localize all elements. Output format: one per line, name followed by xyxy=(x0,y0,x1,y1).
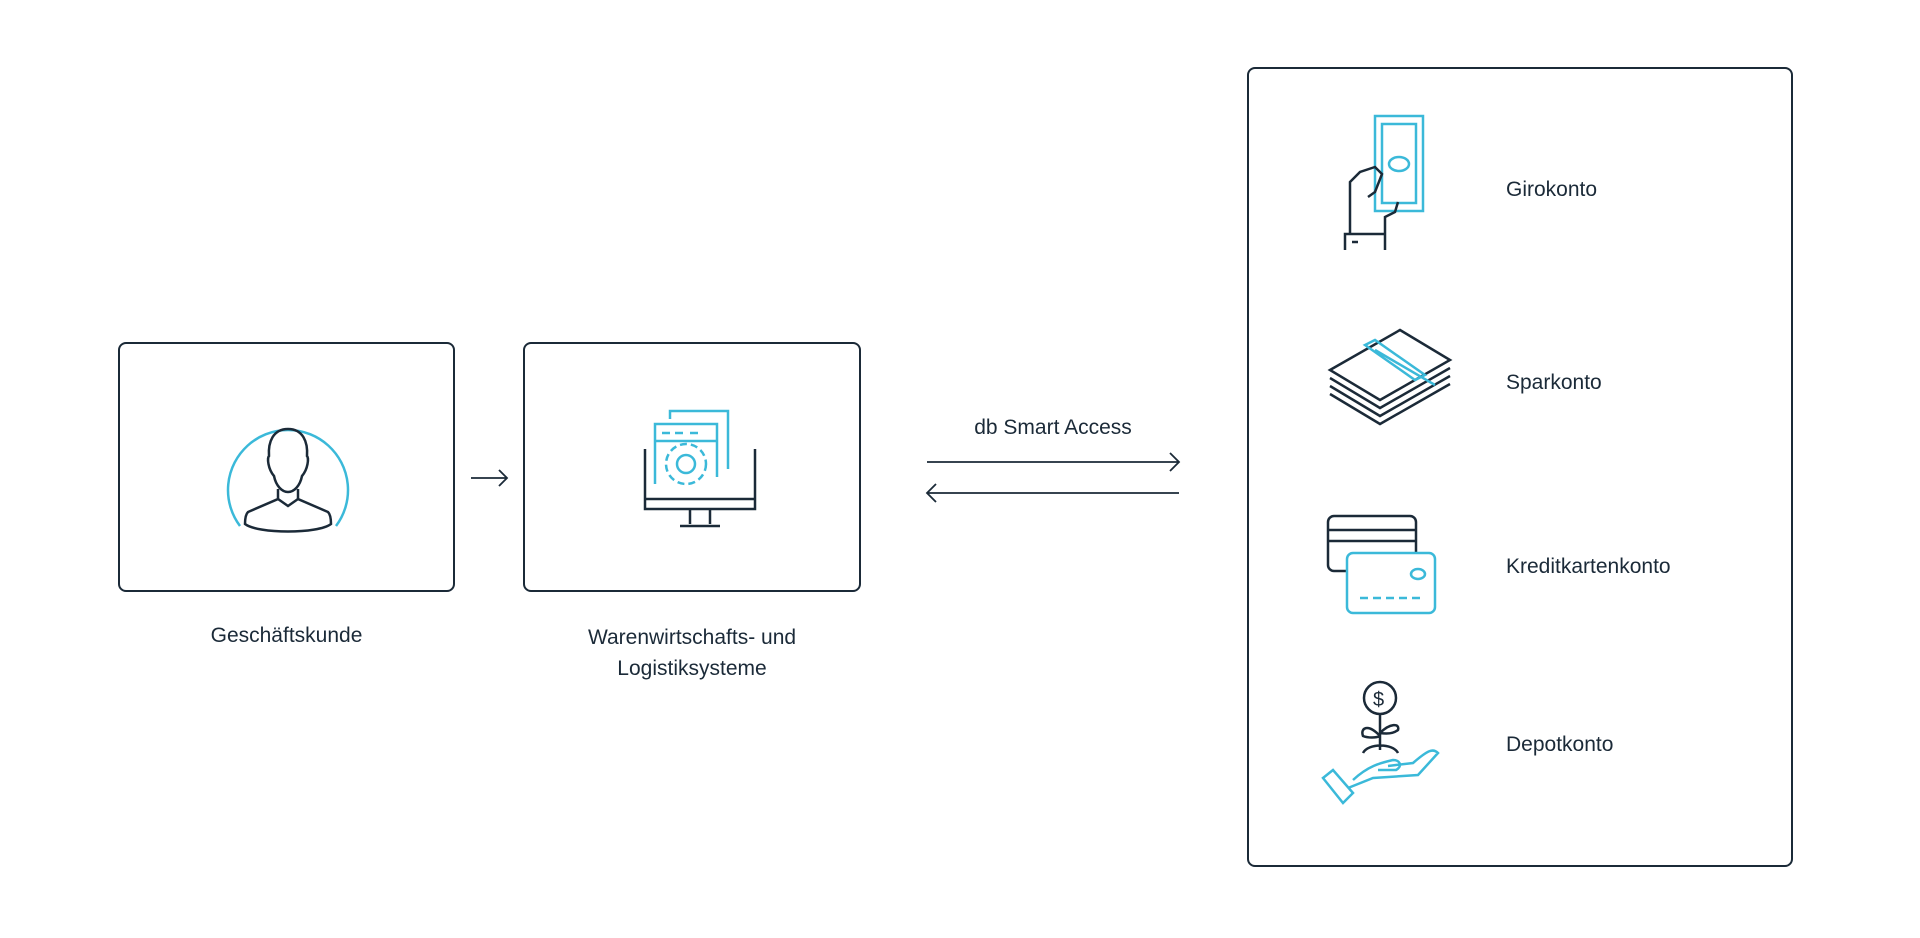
credit-cards-icon xyxy=(1326,514,1437,615)
arrow-right-icon xyxy=(471,469,509,487)
connection-label: db Smart Access xyxy=(974,416,1132,439)
account-label-depotkonto: Depotkonto xyxy=(1506,733,1614,756)
account-label-kreditkartenkonto: Kreditkartenkonto xyxy=(1506,555,1671,578)
erp-label: Warenwirtschafts- und Logistiksysteme xyxy=(523,622,861,684)
account-label-girokonto: Girokonto xyxy=(1506,178,1598,201)
erp-box xyxy=(523,342,861,592)
account-label-sparkonto: Sparkonto xyxy=(1506,371,1602,394)
accounts-box xyxy=(1247,67,1793,867)
customer-box xyxy=(118,342,455,592)
hand-banknote-icon xyxy=(1343,114,1425,250)
erp-label-line1: Warenwirtschafts- und xyxy=(587,626,797,649)
customer-label: Geschäftskunde xyxy=(210,624,363,647)
hand-plant-dollar-icon: $ xyxy=(1321,680,1440,805)
bidirectional-arrows-icon xyxy=(925,452,1181,503)
money-stack-icon xyxy=(1327,328,1453,426)
svg-text:$: $ xyxy=(1373,689,1384,711)
user-icon xyxy=(226,427,350,533)
erp-label-line2: Logistiksysteme xyxy=(617,657,767,680)
monitor-gear-icon xyxy=(643,409,757,528)
